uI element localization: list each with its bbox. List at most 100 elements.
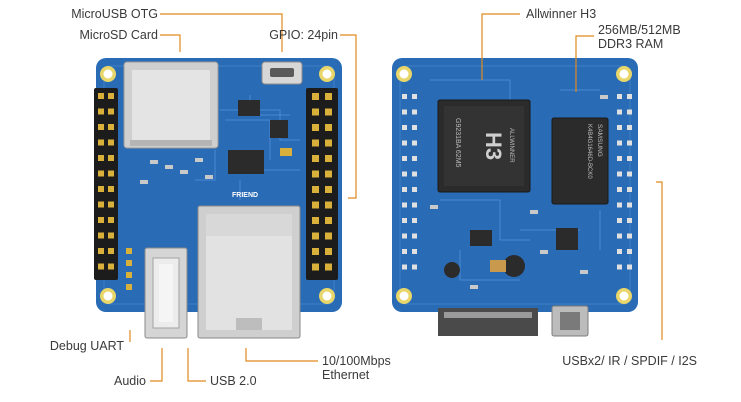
back-pad [627, 140, 632, 146]
back-pad [402, 249, 407, 254]
ram-brand-silkscreen: SAMSUNG [596, 124, 603, 157]
front-led [280, 148, 292, 156]
gpio-pin [325, 201, 332, 209]
gpio-header-pins [312, 93, 332, 271]
gpio-pin [312, 139, 319, 147]
gpio-pin [325, 124, 332, 131]
ethernet-port-top [206, 214, 292, 236]
back-pad [402, 233, 407, 239]
header-pin [108, 108, 114, 115]
left-pin-header [94, 88, 118, 280]
header-pin [108, 263, 114, 270]
header-pin [98, 248, 104, 254]
front-small-chip-a [238, 100, 260, 116]
gpio-pin-header [306, 88, 338, 280]
back-pcb-outline [399, 65, 631, 305]
header-pin [98, 263, 104, 270]
header-pin [98, 93, 104, 99]
leader-audio [150, 348, 163, 382]
gpio-pin [325, 155, 332, 162]
back-pad [617, 156, 622, 161]
back-pad [412, 187, 417, 192]
gpio-pin [325, 139, 332, 147]
back-pad [617, 140, 622, 146]
back-pad [627, 171, 632, 177]
leader-gpio [340, 34, 357, 199]
header-pin [108, 124, 114, 130]
label-ram-line1: 256MB/512MB [598, 23, 681, 37]
back-pad [412, 249, 417, 254]
leader-ram [575, 35, 594, 92]
label-gpio: GPIO: 24pin [269, 28, 338, 42]
back-pad [402, 140, 407, 146]
back-pad [627, 109, 632, 115]
label-usb20: USB 2.0 [210, 374, 257, 388]
back-pad [402, 109, 407, 115]
leader-microusb [160, 13, 283, 52]
back-pad [617, 171, 622, 177]
header-pin [98, 201, 104, 208]
gpio-pin [325, 170, 332, 178]
back-pad [617, 249, 622, 254]
front-mount-holes [100, 66, 335, 304]
gpio-pin [312, 108, 319, 116]
back-pad [627, 187, 632, 192]
microusb-port-opening [270, 68, 294, 77]
back-pad [617, 233, 622, 239]
front-brand-silkscreen: FRIEND [232, 192, 258, 199]
gpio-pin [325, 263, 332, 271]
back-pad [627, 218, 632, 223]
header-pin [98, 170, 104, 177]
back-pad [617, 125, 622, 130]
back-pad [617, 109, 622, 115]
debug-uart-pins [126, 248, 132, 290]
back-board: ALLWINNER H3 G9231BA 62M5 SAMSUNG K4B4G1… [392, 58, 638, 337]
back-pad [402, 171, 407, 177]
header-pin [98, 186, 104, 192]
back-button-a [444, 262, 460, 278]
leader-usb2 [187, 348, 206, 382]
header-pin [98, 108, 104, 115]
chip-code-silkscreen: G9231BA 62M5 [454, 118, 461, 168]
header-pin [108, 139, 114, 146]
back-pad [627, 233, 632, 239]
header-pin [108, 201, 114, 208]
back-pad [617, 264, 622, 270]
gpio-pin [325, 248, 332, 255]
back-button-b [503, 255, 525, 277]
left-header-pins [98, 93, 114, 270]
gpio-pin [312, 155, 319, 162]
leader-usb-bottom [656, 181, 663, 340]
back-left-pads [402, 94, 417, 270]
gpio-pin [325, 217, 332, 224]
back-pad [617, 187, 622, 192]
back-pad [402, 156, 407, 161]
leader-ethernet [245, 348, 318, 362]
uart-pin [126, 260, 132, 266]
back-pad [627, 156, 632, 161]
front-small-chip-c [228, 150, 264, 174]
back-pad [402, 264, 407, 270]
leader-microsd [160, 34, 181, 52]
gpio-pin [325, 93, 332, 100]
label-microusb-otg: MicroUSB OTG [71, 7, 158, 21]
ddr3-ram-chip [551, 117, 609, 205]
back-mount-holes [396, 66, 632, 304]
usb2-port-tongue [159, 264, 173, 322]
back-pad [412, 125, 417, 130]
back-pad [412, 109, 417, 115]
back-pad [412, 94, 417, 99]
allwinner-h3-chip-face [444, 106, 524, 186]
back-pad [402, 187, 407, 192]
back-pad [617, 218, 622, 223]
back-pad [627, 125, 632, 130]
gpio-pin [312, 263, 319, 271]
header-pin [108, 186, 114, 192]
gpio-pin [312, 93, 319, 100]
back-pad [412, 171, 417, 177]
back-pad [627, 202, 632, 208]
gpio-pin [325, 232, 332, 240]
back-pad [627, 249, 632, 254]
header-pin [108, 93, 114, 99]
